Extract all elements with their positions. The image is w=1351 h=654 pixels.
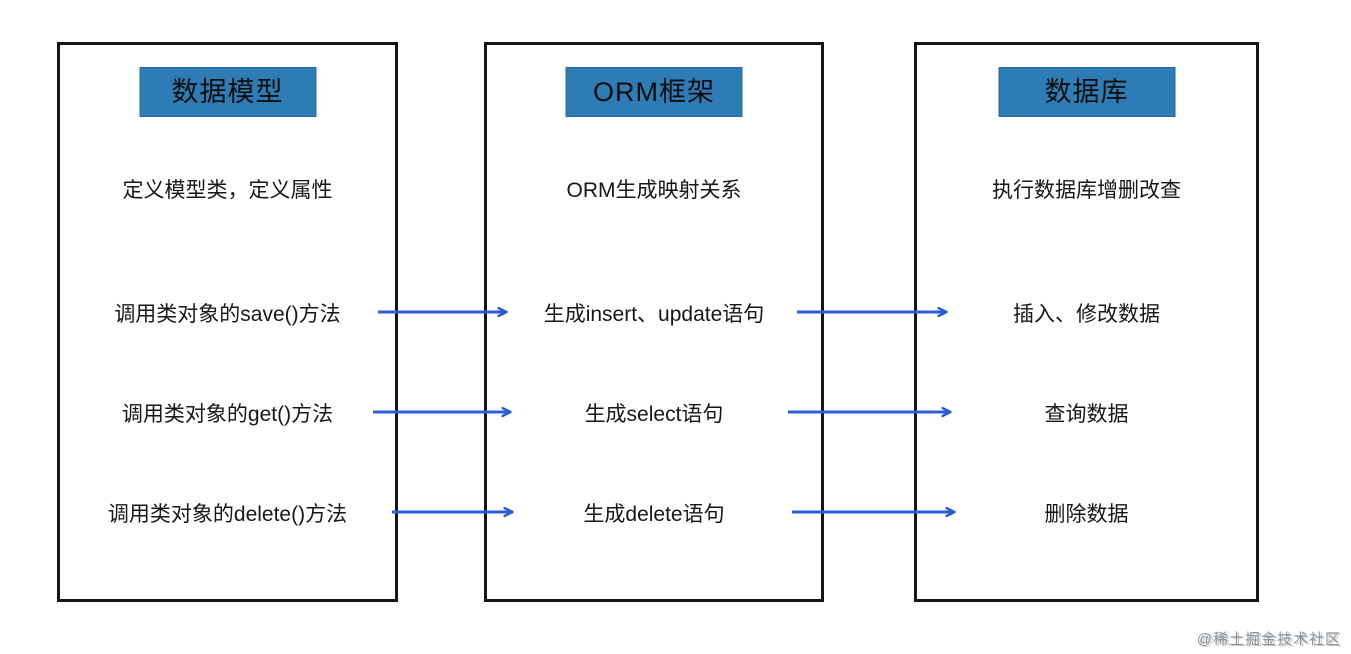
database-query-row: 查询数据 (1044, 403, 1129, 426)
data-model-get-row: 调用类对象的get()方法 (121, 403, 334, 426)
panel-orm-framework-title: ORM框架 (565, 67, 743, 117)
data-model-delete-row: 调用类对象的delete()方法 (107, 503, 348, 526)
panel-data-model: 数据模型 定义模型类，定义属性 调用类对象的save()方法 调用类对象的get… (57, 42, 398, 602)
watermark: @稀土掘金技术社区 (1196, 631, 1341, 648)
panel-database: 数据库 执行数据库增删改查 插入、修改数据 查询数据 删除数据 (914, 42, 1259, 602)
panel-database-title: 数据库 (998, 67, 1175, 117)
panel-data-model-title: 数据模型 (139, 67, 316, 117)
panel-orm-framework: ORM框架 ORM生成映射关系 生成insert、update语句 生成sele… (484, 42, 824, 602)
panel-database-description: 执行数据库增删改查 (992, 179, 1181, 202)
database-delete-row: 删除数据 (1044, 503, 1129, 526)
orm-insert-update-row: 生成insert、update语句 (543, 303, 765, 326)
data-model-save-row: 调用类对象的save()方法 (114, 303, 341, 326)
database-insert-modify-row: 插入、修改数据 (1013, 303, 1160, 326)
orm-select-row: 生成select语句 (584, 403, 724, 426)
panel-data-model-description: 定义模型类，定义属性 (122, 179, 333, 202)
orm-delete-row: 生成delete语句 (583, 503, 725, 526)
panel-orm-framework-description: ORM生成映射关系 (566, 179, 742, 202)
